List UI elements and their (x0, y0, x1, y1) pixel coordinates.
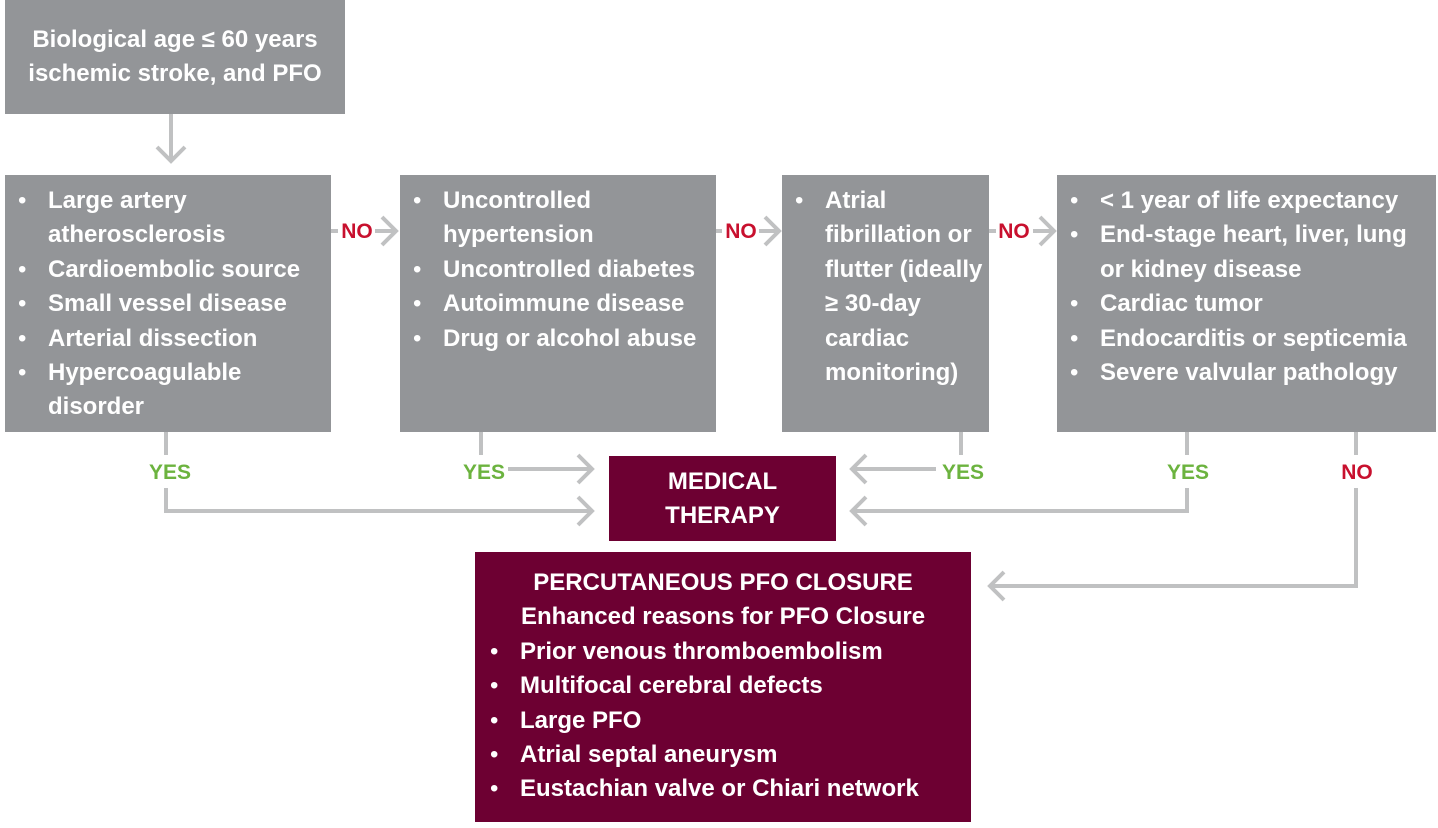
list-item: Severe valvular pathology (1057, 356, 1430, 391)
list-item: Endocarditis or septicemia (1057, 322, 1430, 357)
medical-therapy-box: MEDICAL THERAPY (609, 456, 836, 541)
list-item: Large artery atherosclerosis (5, 184, 325, 253)
pfo-closure-title: PERCUTANEOUS PFO CLOSURE (533, 569, 913, 596)
start-line-2: ischemic stroke, and PFO (28, 60, 322, 88)
arrow-no-box2-to-box3 (716, 215, 782, 247)
start-line-1: Biological age ≤ 60 years (32, 26, 318, 53)
list-item: End-stage heart, liver, lung or kidney d… (1057, 218, 1430, 287)
arrow-yes-box2-to-medical (479, 432, 595, 485)
exclusion-box-atrial-fibrillation: Atrial fibrillation or flutter (ideally … (782, 175, 989, 432)
no-label-4: NO (1341, 461, 1373, 484)
list-item: Arterial dissection (5, 322, 325, 357)
arrow-yes-box1-to-medical (164, 432, 595, 527)
arrow-no-box4-to-pfo-closure (987, 432, 1358, 602)
list-item: Large PFO (477, 704, 971, 739)
medical-therapy-line-1: MEDICAL (667, 468, 778, 495)
no-label-1: NO (341, 220, 373, 243)
list-item: Eustachian valve or Chiari network (477, 772, 971, 807)
list-item: < 1 year of life expectancy (1057, 184, 1430, 219)
exclusion-box-stroke-causes: Large artery atherosclerosis Cardioembol… (5, 175, 331, 432)
list-item: Atrial septal aneurysm (477, 738, 971, 773)
list-item: Uncontrolled diabetes (400, 253, 710, 288)
yes-label-3: YES (941, 461, 985, 484)
arrow-yes-box4-to-medical (849, 432, 1189, 527)
yes-label-2: YES (462, 461, 506, 484)
list-item: Drug or alcohol abuse (400, 322, 710, 357)
start-box: Biological age ≤ 60 years ischemic strok… (5, 0, 345, 114)
list-item: Uncontrolled hypertension (400, 184, 710, 253)
pfo-closure-box: PERCUTANEOUS PFO CLOSURE Enhanced reason… (475, 552, 971, 822)
exclusion-box-comorbidities: < 1 year of life expectancy End-stage he… (1057, 175, 1436, 432)
list-item: Small vessel disease (5, 287, 325, 322)
medical-therapy-line-2: THERAPY (665, 502, 780, 530)
yes-label-1: YES (148, 461, 192, 484)
list-item: Hypercoagulable disorder (5, 356, 325, 425)
exclusion-box-risk-factors: Uncontrolled hypertension Uncontrolled d… (400, 175, 716, 432)
list-item: Prior venous thromboembolism (477, 635, 971, 670)
arrow-start-to-box1 (155, 114, 187, 164)
list-item: Autoimmune disease (400, 287, 710, 322)
arrow-yes-box3-to-medical (849, 432, 963, 485)
list-item: Cardioembolic source (5, 253, 325, 288)
pfo-closure-subtitle: Enhanced reasons for PFO Closure (520, 603, 926, 631)
list-item: Multifocal cerebral defects (477, 669, 971, 704)
no-label-2: NO (725, 220, 757, 243)
list-item: Cardiac tumor (1057, 287, 1430, 322)
yes-label-4: YES (1166, 461, 1210, 484)
list-item: Atrial fibrillation or flutter (ideally … (782, 184, 983, 390)
no-label-3: NO (998, 220, 1030, 243)
arrow-no-box1-to-box2 (331, 215, 399, 247)
arrow-no-box3-to-box4 (989, 215, 1057, 247)
